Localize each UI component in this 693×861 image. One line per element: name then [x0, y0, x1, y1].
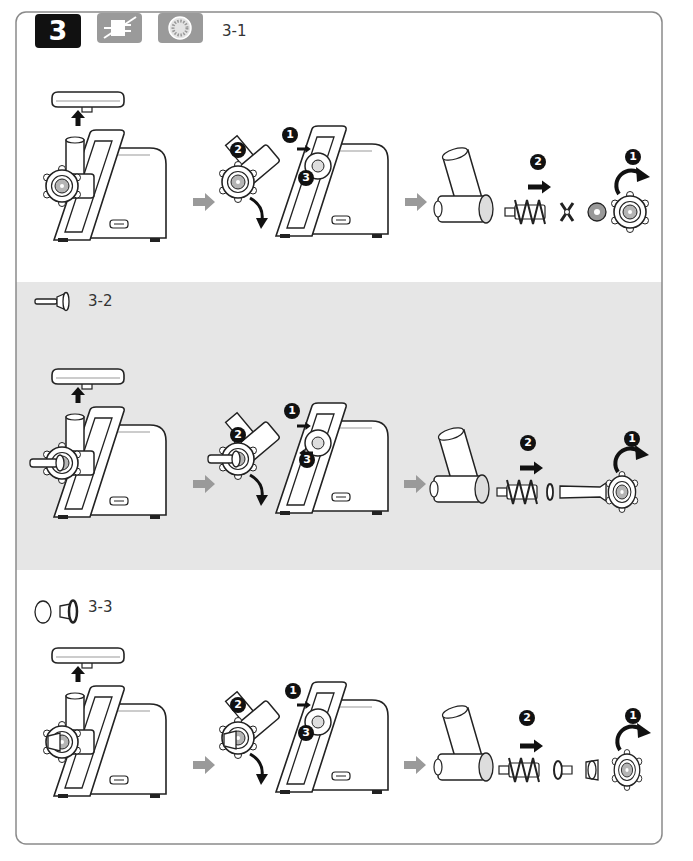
step-number-box: 3: [35, 14, 81, 48]
callout-number: 2: [519, 710, 535, 726]
step-panel: 3-1: [16, 13, 662, 282]
callout-number: 3: [299, 452, 315, 468]
step-panel: 3-3: [16, 570, 662, 844]
callout-number: 3: [298, 725, 314, 741]
callout-number: 1: [285, 683, 301, 699]
callout-number: 2: [230, 697, 246, 713]
callout-number: 1: [624, 431, 640, 447]
callout-number: 1: [625, 149, 641, 165]
callout-number: 2: [530, 154, 546, 170]
callout-number: 2: [230, 142, 246, 158]
callout-number: 1: [284, 403, 300, 419]
callout-number: 2: [520, 435, 536, 451]
sub-step-label: 3-1: [222, 22, 247, 40]
sub-step-label: 3-3: [88, 598, 113, 616]
sub-step-label: 3-2: [88, 292, 113, 310]
step-panel: 3-2: [16, 282, 662, 570]
step-number: 3: [49, 16, 68, 46]
callout-number: 2: [230, 427, 246, 443]
callout-number: 1: [625, 708, 641, 724]
callout-number: 3: [298, 170, 314, 186]
callout-number: 1: [282, 127, 298, 143]
